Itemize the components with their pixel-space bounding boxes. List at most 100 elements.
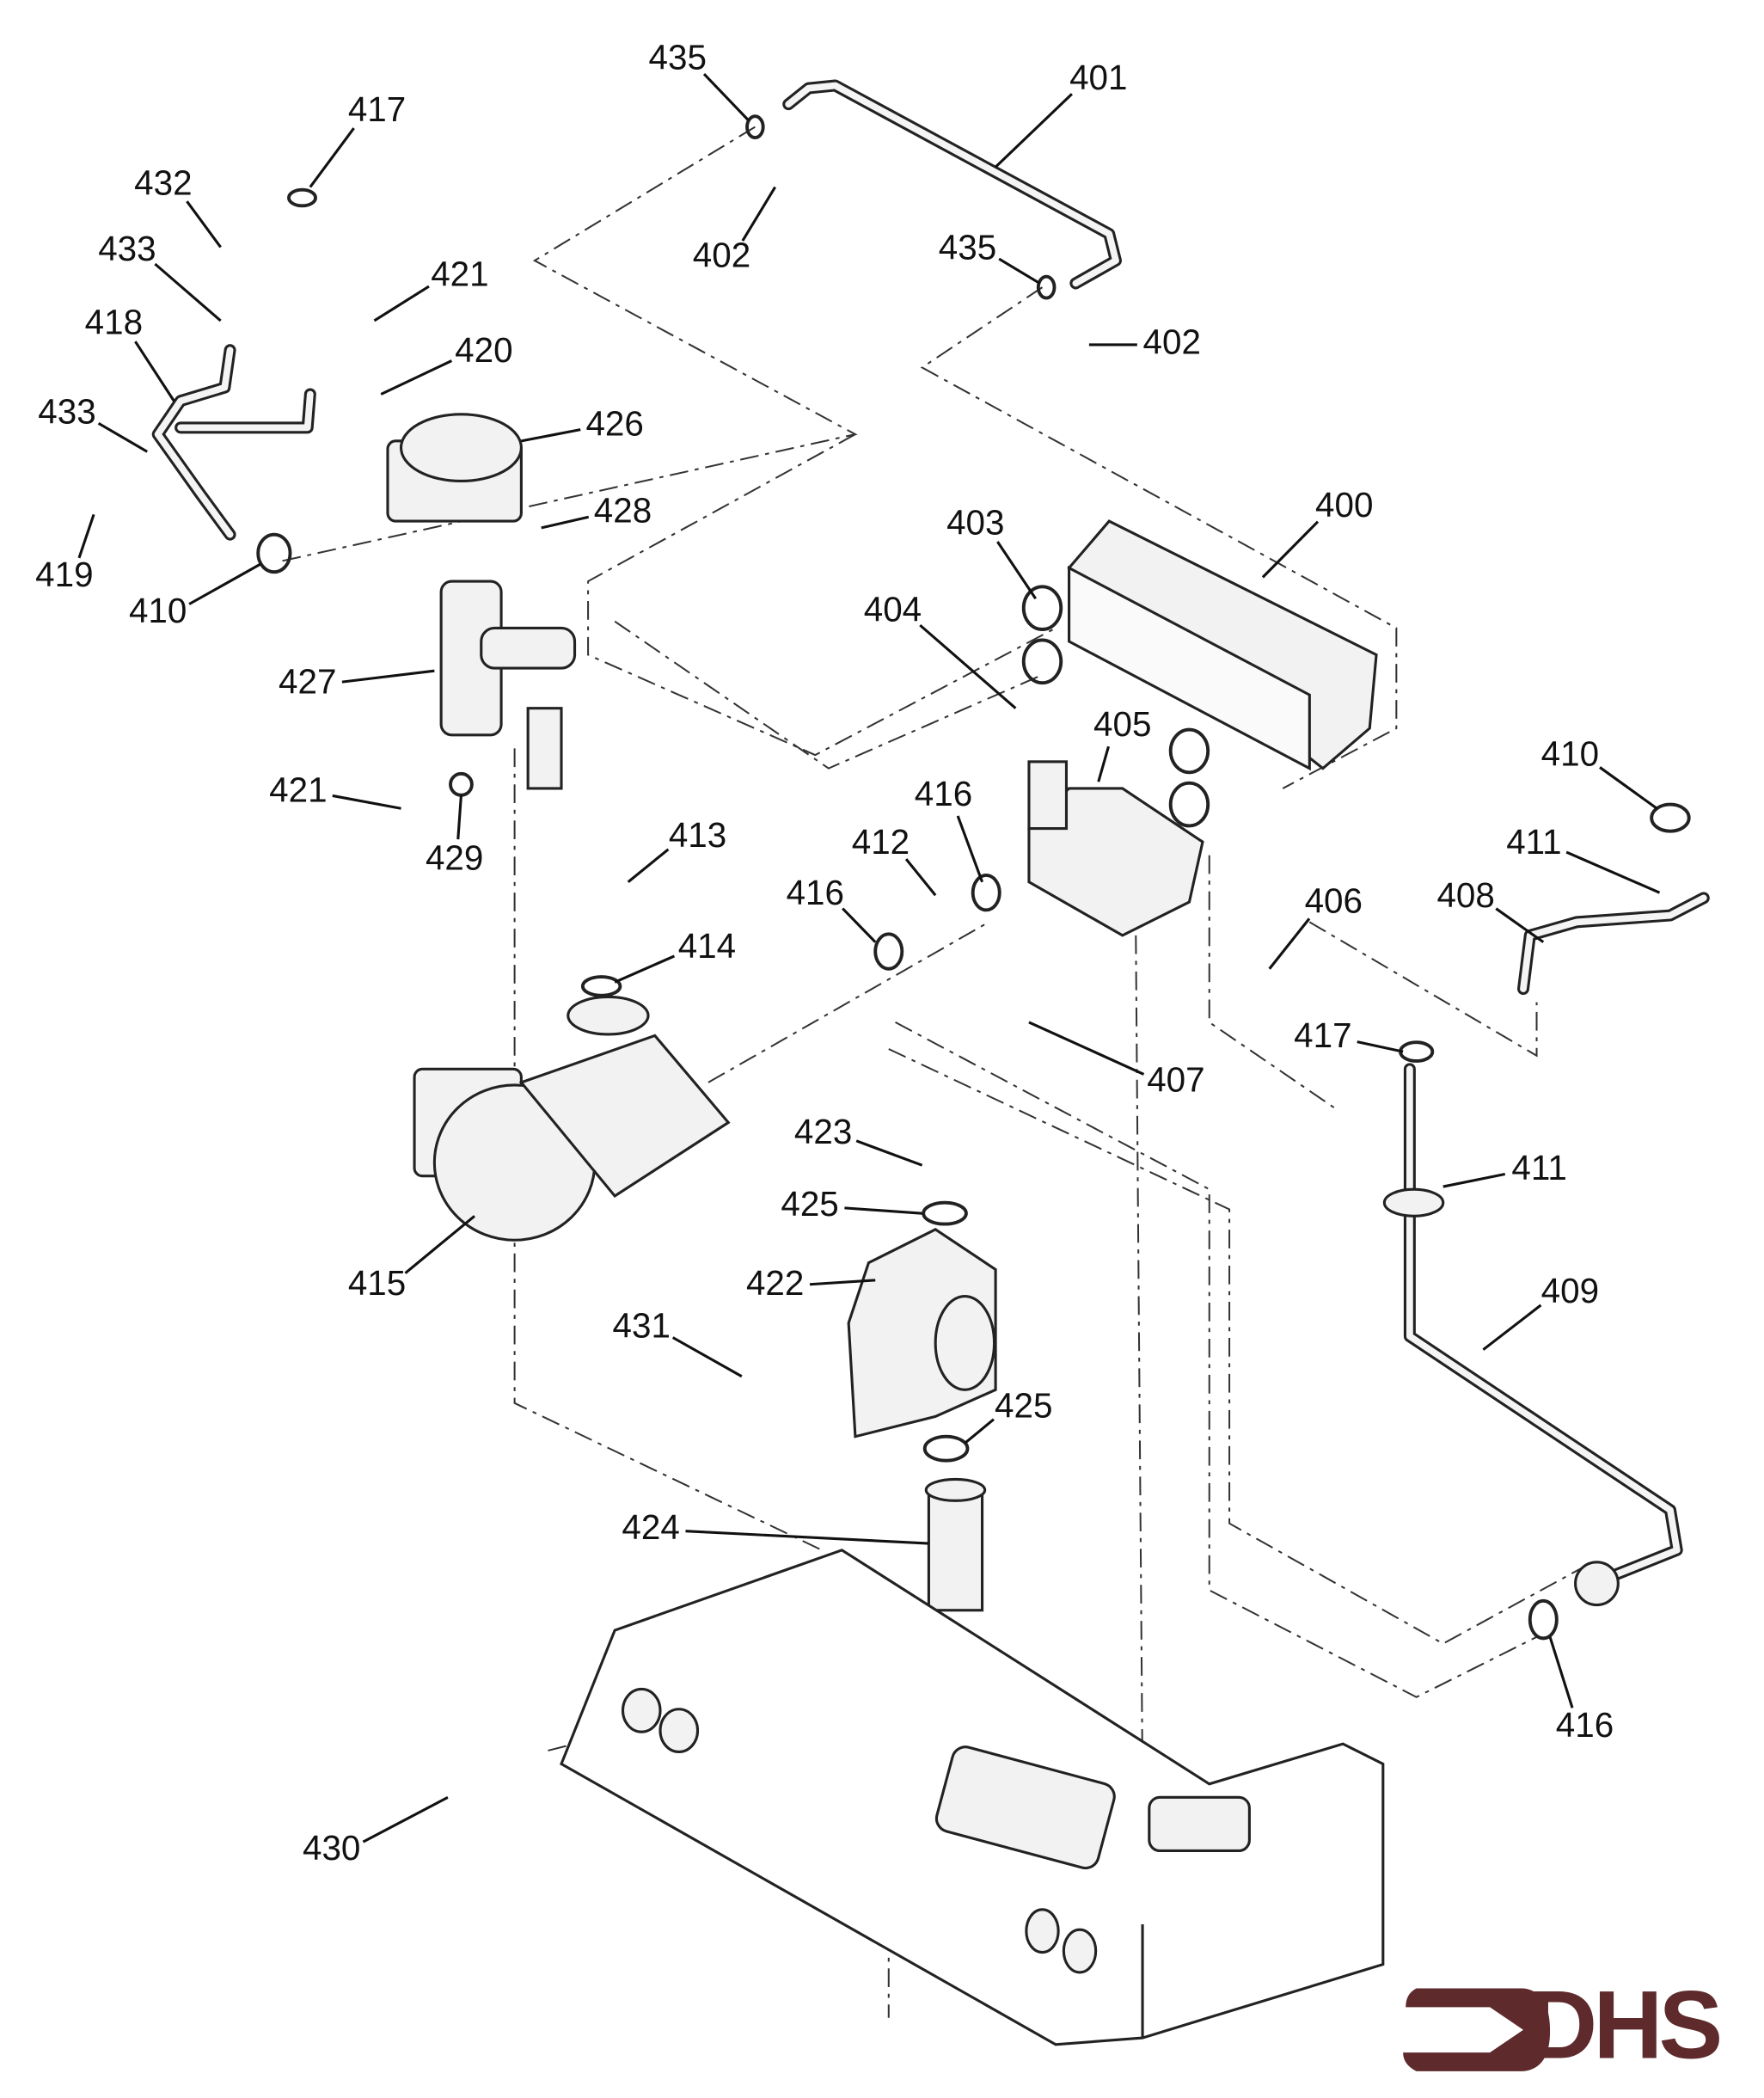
leader-line [741, 186, 776, 242]
leader-line [904, 858, 937, 897]
leader-line [309, 127, 355, 188]
leader-line [614, 954, 676, 984]
leader-line [1357, 1040, 1404, 1053]
part-label-432: 432 [134, 163, 192, 203]
part-label-422: 422 [746, 1263, 804, 1303]
leader-line [702, 72, 750, 121]
part-label-413: 413 [669, 815, 726, 855]
leader-line [341, 669, 435, 684]
leader-line [1599, 766, 1658, 810]
pipe-409 [1382, 1063, 1683, 1607]
part-label-418: 418 [85, 302, 143, 341]
part-label-424: 424 [622, 1507, 679, 1547]
part-label-420: 420 [455, 330, 512, 370]
part-label-431: 431 [613, 1305, 671, 1345]
leader-line [380, 359, 453, 396]
part-label-430: 430 [303, 1828, 360, 1868]
leader-line [919, 623, 1017, 709]
part-label-400: 400 [1315, 485, 1373, 524]
part-label-410: 410 [129, 591, 187, 630]
part-label-403: 403 [946, 502, 1004, 542]
part-label-425: 425 [781, 1184, 838, 1224]
leader-line [996, 541, 1038, 600]
part-label-410: 410 [1541, 733, 1599, 773]
part-label-427: 427 [279, 661, 336, 701]
leader-line [809, 1279, 876, 1286]
part-label-407: 407 [1147, 1060, 1204, 1100]
leader-line [844, 1206, 922, 1215]
leader-line [362, 1795, 449, 1843]
leader-line [1548, 1636, 1574, 1708]
part-label-406: 406 [1305, 880, 1363, 920]
pump-415 [413, 995, 731, 1242]
part-label-411: 411 [1506, 822, 1561, 862]
part-label-411: 411 [1511, 1148, 1566, 1187]
part-label-417: 417 [348, 89, 406, 129]
gas-valve-422 [847, 1228, 997, 1439]
part-label-426: 426 [585, 403, 643, 443]
leader-line [1482, 1304, 1542, 1351]
leader-line [1028, 1021, 1145, 1076]
part-label-423: 423 [794, 1112, 852, 1151]
leader-line [685, 1530, 929, 1545]
leader-line [404, 1215, 475, 1274]
part-label-402: 402 [693, 236, 750, 275]
base-plate [560, 1549, 1385, 2046]
part-label-415: 415 [348, 1263, 406, 1303]
part-label-433: 433 [98, 229, 156, 268]
leader-line [1442, 1172, 1506, 1188]
part-label-417: 417 [1294, 1015, 1351, 1055]
leader-line [1261, 520, 1320, 579]
dhs-logo-arrow [1403, 1988, 1551, 2071]
heat-exchanger-400 [1067, 519, 1378, 771]
part-label-421: 421 [431, 254, 488, 293]
assembly-guide-lines [280, 126, 1591, 2018]
pipe-408 [1516, 892, 1710, 996]
part-label-433: 433 [38, 391, 95, 431]
leader-line [188, 562, 262, 605]
leader-line [995, 93, 1073, 169]
part-label-416: 416 [787, 873, 844, 912]
dhs-logo: DHS [1403, 1971, 1724, 2078]
leader-line [627, 848, 670, 883]
part-label-428: 428 [594, 490, 652, 530]
pipe-418 [151, 344, 316, 541]
part-label-414: 414 [678, 926, 736, 966]
leader-line [154, 262, 222, 322]
leader-line [1565, 850, 1661, 894]
leader-line [671, 1336, 743, 1378]
part-label-412: 412 [852, 822, 910, 862]
dhs-logo-text: DHS [1528, 1971, 1719, 2078]
leader-line [842, 907, 877, 943]
part-label-435: 435 [939, 227, 996, 267]
part-label-421: 421 [269, 770, 327, 809]
leader-line [964, 1418, 995, 1445]
leader-line [77, 513, 95, 559]
leader-line [1495, 907, 1545, 943]
fan-unit-426 [386, 413, 523, 523]
leader-line [373, 285, 430, 322]
diverter-valve-427 [439, 580, 577, 790]
part-label-425: 425 [995, 1386, 1052, 1426]
pipe-401 [782, 79, 1122, 290]
part-label-416: 416 [1556, 1705, 1614, 1745]
leader-line [97, 421, 149, 453]
leader-line [456, 794, 462, 840]
part-label-402: 402 [1143, 322, 1201, 362]
leader-line [186, 200, 222, 248]
part-label-405: 405 [1093, 704, 1151, 744]
leader-line [998, 257, 1041, 285]
leader-line [521, 428, 581, 443]
manifold-405 [1027, 760, 1204, 937]
leader-line [541, 515, 590, 530]
leader-line [1268, 917, 1311, 970]
part-label-404: 404 [864, 589, 922, 629]
part-label-416: 416 [915, 774, 972, 813]
leader-line [855, 1139, 923, 1167]
part-label-429: 429 [426, 838, 483, 878]
gas-pipe-424 [924, 1477, 987, 1612]
leader-line [1097, 745, 1110, 782]
part-label-419: 419 [35, 555, 93, 594]
